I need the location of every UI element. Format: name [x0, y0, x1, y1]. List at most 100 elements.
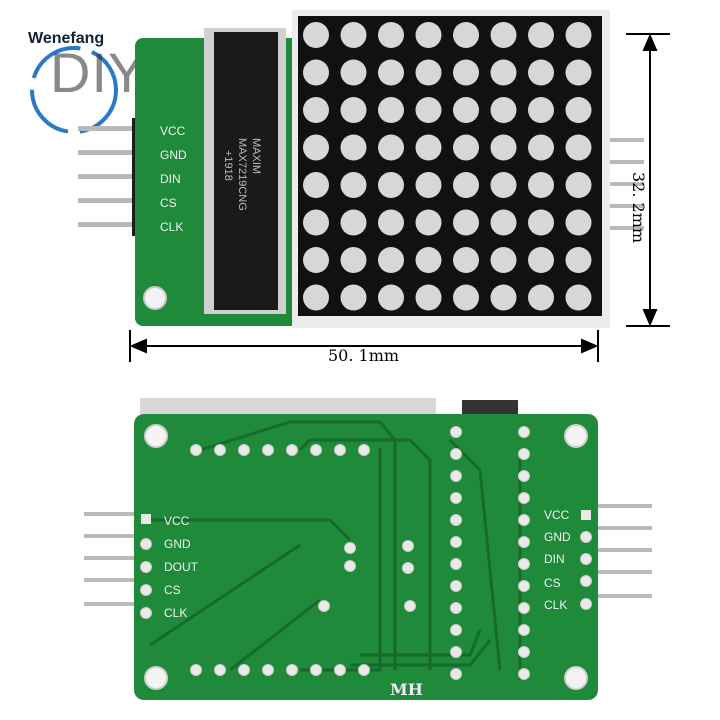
matrix-edge	[140, 398, 436, 418]
solder-pad	[262, 664, 274, 676]
height-dimension: 32. 2mm	[629, 172, 648, 244]
led-matrix	[298, 16, 602, 316]
back-view	[84, 398, 652, 700]
solder-pad	[358, 664, 370, 676]
square-pad	[141, 514, 151, 524]
back-mounting-holes	[144, 424, 588, 690]
solder-pad	[358, 444, 370, 456]
led	[528, 59, 554, 86]
led	[378, 59, 404, 86]
led	[303, 134, 329, 161]
led	[340, 134, 367, 161]
solder-pad	[450, 492, 462, 504]
solder-pad	[140, 561, 152, 573]
logo-ring	[30, 46, 118, 134]
led	[453, 209, 479, 236]
led	[565, 284, 592, 311]
solder-pad	[518, 558, 530, 570]
back-right-pins	[594, 504, 652, 598]
solder-pad	[334, 444, 346, 456]
led	[303, 247, 329, 273]
mounting-hole	[143, 286, 167, 310]
led	[378, 134, 404, 161]
led	[490, 59, 517, 86]
led	[303, 172, 329, 198]
solder-pad	[286, 444, 298, 456]
solder-pad	[518, 492, 530, 504]
front-pin-cs: CS	[160, 196, 177, 210]
led	[453, 22, 479, 48]
back-left-clk: CLK	[164, 606, 188, 620]
led	[453, 59, 479, 86]
led	[453, 172, 479, 198]
solder-pad	[318, 600, 330, 612]
led	[340, 209, 367, 236]
front-left-pins	[78, 126, 142, 227]
solder-pad	[262, 444, 274, 456]
solder-pad	[518, 646, 530, 658]
led	[565, 172, 592, 198]
solder-pad	[450, 470, 462, 482]
solder-pad	[404, 600, 416, 612]
led	[490, 284, 517, 311]
led	[528, 172, 554, 198]
solder-pads	[140, 426, 592, 680]
front-view	[78, 10, 670, 362]
maker-mark: MH	[390, 680, 423, 699]
back-left-pins	[84, 512, 140, 606]
back-left-vcc: VCC	[164, 514, 190, 528]
back-left-dout: DOUT	[164, 560, 198, 574]
solder-pad	[238, 444, 250, 456]
led	[490, 209, 517, 236]
front-pin-clk: CLK	[160, 220, 184, 234]
front-pin-vcc: VCC	[160, 124, 186, 138]
dimension-lines	[129, 33, 670, 362]
led	[565, 59, 592, 86]
solder-pad	[450, 646, 462, 658]
chip-part: MAX7219CNG	[236, 138, 248, 211]
width-dimension: 50. 1mm	[328, 346, 400, 365]
led	[453, 247, 479, 273]
solder-pad	[402, 562, 414, 574]
solder-pad	[450, 558, 462, 570]
led	[490, 97, 517, 123]
solder-pad	[190, 664, 202, 676]
solder-pad	[286, 664, 298, 676]
led	[565, 209, 592, 236]
solder-pad	[450, 514, 462, 526]
solder-pad	[580, 575, 592, 587]
led	[415, 22, 442, 48]
square-pad-right	[581, 510, 591, 520]
solder-pad	[518, 580, 530, 592]
solder-pad	[450, 448, 462, 460]
solder-pad	[580, 531, 592, 543]
solder-pad	[334, 664, 346, 676]
brand-label: Wenefang	[28, 30, 105, 47]
led	[340, 97, 367, 123]
led	[490, 22, 517, 48]
led	[303, 59, 329, 86]
solder-pad	[518, 514, 530, 526]
led	[303, 284, 329, 311]
led	[528, 209, 554, 236]
led	[528, 247, 554, 273]
led	[415, 134, 442, 161]
solder-pad	[518, 448, 530, 460]
solder-pad	[518, 624, 530, 636]
solder-pad	[450, 536, 462, 548]
solder-pad	[214, 664, 226, 676]
solder-pad	[190, 444, 202, 456]
led	[415, 172, 442, 198]
led	[303, 22, 329, 48]
solder-pad	[450, 426, 462, 438]
led	[378, 284, 404, 311]
led	[378, 97, 404, 123]
solder-pad	[344, 542, 356, 554]
back-right-vcc: VCC	[544, 508, 570, 522]
led	[528, 134, 554, 161]
led	[378, 172, 404, 198]
solder-pad	[140, 584, 152, 596]
solder-pad	[450, 580, 462, 592]
solder-pad	[140, 538, 152, 550]
led	[453, 97, 479, 123]
